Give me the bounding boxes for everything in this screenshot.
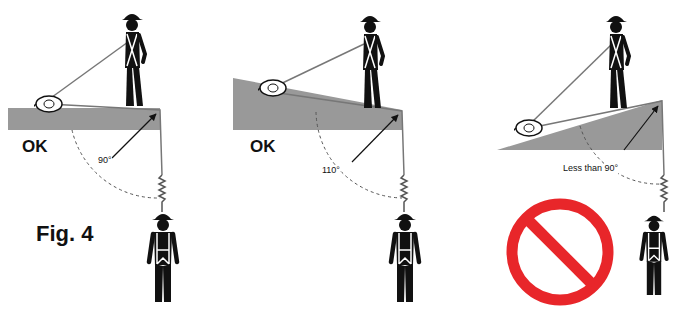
shock-absorber bbox=[159, 175, 165, 212]
prohibition-sign bbox=[512, 204, 608, 300]
shock-absorber bbox=[661, 175, 667, 212]
lifeline bbox=[48, 42, 128, 100]
fallen-worker bbox=[641, 216, 666, 295]
flat-roof bbox=[8, 108, 160, 130]
worker bbox=[360, 16, 383, 108]
angle-arc bbox=[72, 130, 160, 198]
angle-label: Less than 90° bbox=[563, 164, 618, 174]
srl-device bbox=[256, 80, 286, 96]
lifeline bbox=[272, 92, 404, 175]
shock-absorber bbox=[401, 175, 407, 212]
angle-arc bbox=[316, 112, 402, 198]
figure-number: Fig. 4 bbox=[36, 222, 93, 246]
lifeline bbox=[272, 44, 364, 88]
worker bbox=[122, 14, 145, 106]
fallen-worker bbox=[391, 214, 419, 302]
angle-arc bbox=[580, 126, 662, 184]
status-label: OK bbox=[250, 138, 276, 157]
status-label: OK bbox=[22, 138, 48, 157]
lifeline bbox=[530, 44, 612, 124]
srl-device bbox=[32, 96, 62, 112]
angle-label: 110° bbox=[322, 166, 340, 176]
angle-label: 90° bbox=[98, 156, 112, 166]
reverse-sloped-roof bbox=[497, 100, 662, 150]
angle-arrow bbox=[112, 114, 156, 158]
lifeline bbox=[48, 104, 162, 175]
worker bbox=[606, 16, 629, 108]
angle-arrow bbox=[352, 115, 398, 162]
fallen-worker bbox=[149, 214, 177, 302]
angle-arrow bbox=[624, 106, 658, 150]
srl-device bbox=[512, 120, 542, 136]
lifeline bbox=[530, 101, 664, 175]
